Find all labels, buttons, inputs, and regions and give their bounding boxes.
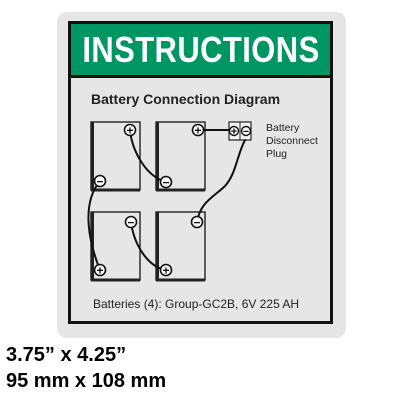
instructions-banner: INSTRUCTIONS xyxy=(68,21,333,78)
b1-positive-symbol: + xyxy=(126,124,133,138)
b4-negative-terminal: − xyxy=(190,216,204,230)
battery-spec-caption: Batteries (4): Group-GC2B, 6V 225 AH xyxy=(93,297,300,311)
wires xyxy=(87,129,246,271)
b2-negative-symbol: − xyxy=(162,176,169,190)
b2-positive-terminal: + xyxy=(191,124,205,138)
plug-positive-terminal: + xyxy=(228,125,240,138)
battery-4 xyxy=(155,211,206,282)
size-imperial: 3.75” x 4.25” xyxy=(6,344,127,366)
b3-negative-symbol: − xyxy=(127,216,134,230)
b4-positive-symbol: + xyxy=(162,264,169,278)
battery-1 xyxy=(90,121,141,192)
battery-2 xyxy=(155,121,206,192)
b2-positive-symbol: + xyxy=(194,124,201,138)
b1-negative-symbol: − xyxy=(96,175,103,189)
wire-b3neg-to-b4pos xyxy=(130,221,167,271)
battery-2-edge xyxy=(156,122,159,190)
b4-positive-terminal: + xyxy=(159,264,173,278)
diagram-title: Battery Connection Diagram xyxy=(91,91,281,107)
terminals: + − + − − + − xyxy=(93,124,252,278)
b1-negative-terminal: − xyxy=(93,175,107,189)
wire-b1neg-to-b3pos xyxy=(87,180,101,271)
plug-negative-terminal: − xyxy=(240,125,252,138)
b3-positive-terminal: + xyxy=(93,264,107,278)
b3-positive-symbol: + xyxy=(96,264,103,278)
plug-negative-symbol: − xyxy=(243,126,249,138)
battery-4-edge xyxy=(156,212,159,280)
plug-label-line-3: Plug xyxy=(266,148,288,160)
battery-1-edge xyxy=(91,122,94,190)
plug-positive-symbol: + xyxy=(231,126,237,138)
b3-negative-terminal: − xyxy=(124,216,138,230)
wire-b4neg-to-plug xyxy=(196,139,246,223)
plug-label-line-2: Disconnect xyxy=(266,135,318,147)
diagram-panel xyxy=(68,78,333,324)
plug-label-line-1: Battery xyxy=(266,122,300,134)
size-metric: 95 mm x 108 mm xyxy=(6,370,167,392)
b1-positive-terminal: + xyxy=(123,124,137,138)
wire-b1pos-to-b2neg xyxy=(129,129,167,183)
b4-negative-symbol: − xyxy=(193,216,200,230)
b2-negative-terminal: − xyxy=(159,176,173,190)
banner-title: INSTRUCTIONS xyxy=(81,28,320,70)
